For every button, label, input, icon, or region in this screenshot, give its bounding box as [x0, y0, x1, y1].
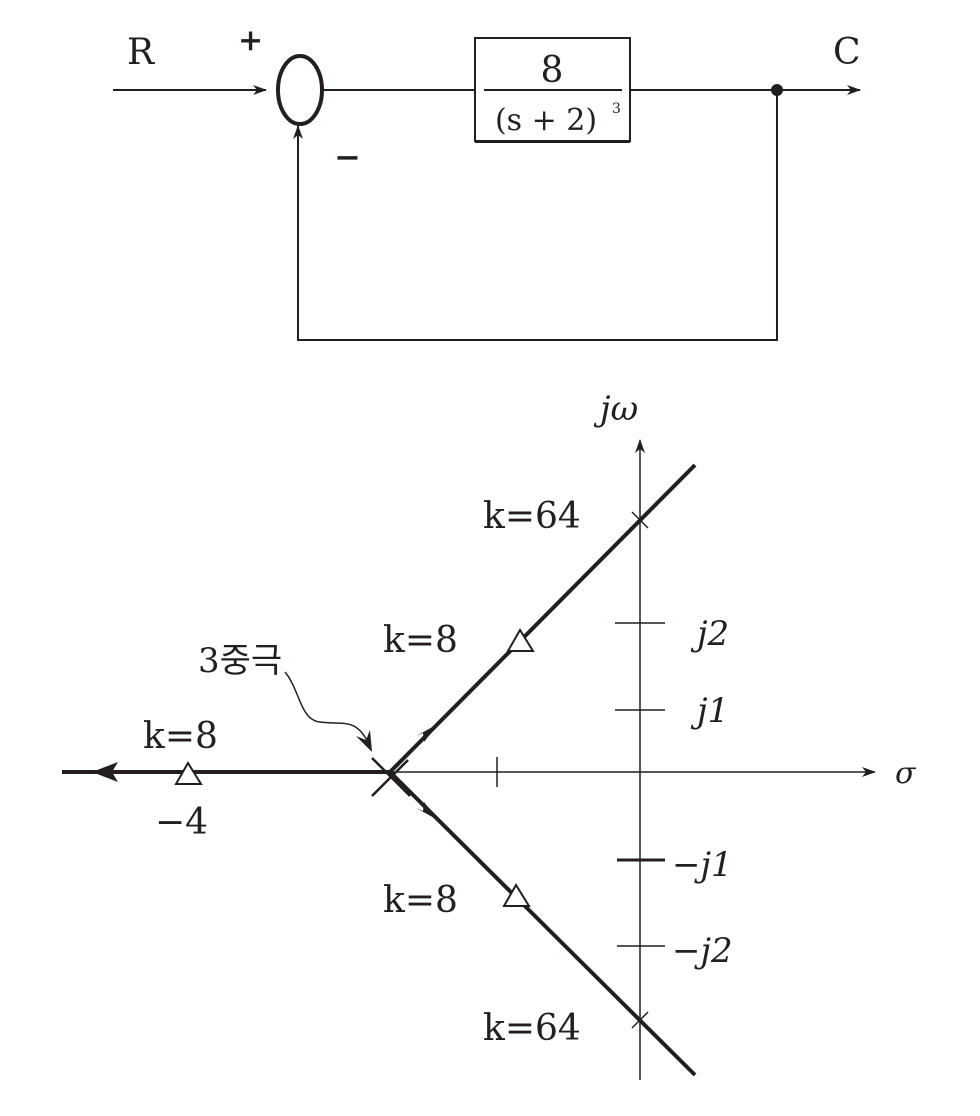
minus-sign: − [334, 138, 361, 176]
label-k64-lower: k=64 [483, 1008, 581, 1049]
sigma-axis-label: σ [895, 756, 917, 791]
output-label-c: C [833, 32, 861, 73]
tf-numerator: 8 [541, 50, 564, 91]
triple-pole-marker [371, 757, 411, 797]
label-k8-lower: k=8 [383, 880, 458, 921]
tf-exponent: 3 [612, 101, 621, 117]
pointer-arrow-curve [284, 671, 369, 743]
root-locus-plot: jω σ j2 j1 −j1 −j2 k=64 k=64 k=8 k=8 k=8… [62, 389, 917, 1080]
label-neg-j2: −j2 [672, 931, 733, 971]
input-label-r: R [127, 32, 155, 73]
label-minus-4: −4 [155, 802, 208, 843]
plus-sign: + [238, 23, 263, 58]
label-j2: j2 [690, 614, 729, 654]
branch-arrow-upper [416, 724, 438, 742]
block-diagram: R + − 8 (s + 2) 3 C [113, 23, 861, 341]
pointer-arrowhead [356, 730, 372, 752]
branch-arrow-lower [416, 802, 438, 820]
triangle-upper-k8 [506, 628, 535, 652]
branch-arrow-left [92, 762, 118, 782]
tf-denominator: (s + 2) [495, 103, 597, 138]
crossing-upper-marker [631, 511, 649, 529]
label-k8-real: k=8 [143, 716, 218, 757]
triangle-real-k8 [174, 761, 203, 785]
label-k8-upper: k=8 [383, 620, 458, 661]
label-j1: j1 [690, 691, 729, 731]
label-k64-upper: k=64 [483, 496, 581, 537]
label-neg-j1: −j1 [672, 845, 733, 885]
triple-pole-label: 3중극 [198, 641, 282, 681]
feedback-path [293, 90, 778, 341]
triangle-lower-k8 [502, 883, 531, 907]
crossing-lower-marker [631, 1011, 649, 1029]
summing-junction [276, 54, 324, 126]
jw-axis-label: jω [593, 389, 638, 429]
